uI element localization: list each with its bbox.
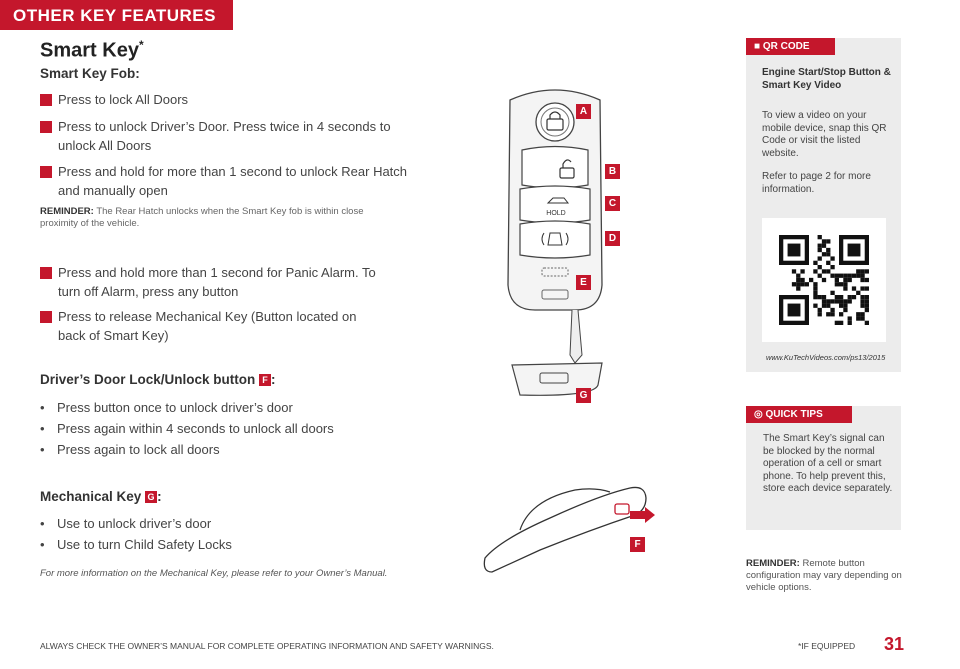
door-heading: Driver’s Door Lock/Unlock button F: [40, 372, 276, 387]
tips-panel [746, 406, 901, 530]
tips-tab: ◎ QUICK TIPS [746, 406, 852, 423]
if-equipped-note: *IF EQUIPPED [798, 641, 856, 651]
qr-heading: Engine Start/Stop Button & Smart Key Vid… [762, 67, 891, 91]
qr-code-image[interactable] [762, 218, 886, 342]
footer-warning: ALWAYS CHECK THE OWNER’S MANUAL FOR COMP… [40, 641, 494, 651]
fob-heading: Smart Key Fob: [40, 66, 140, 81]
door-handle-illustration [483, 486, 655, 573]
reminder-2: REMINDER: Remote button configuration ma… [746, 558, 902, 593]
hold-label: HOLD [546, 210, 565, 217]
callout-g: G [576, 388, 591, 403]
tag-e: E [34, 311, 52, 323]
qr-text-2: Refer to page 2 for more information. [762, 171, 871, 195]
callout-f: F [630, 537, 645, 552]
callout-e: E [576, 275, 591, 290]
callout-b: B [605, 164, 620, 179]
door-bullet: •Press button once to unlock driver’s do… [40, 400, 293, 415]
target-icon: ◎ [754, 409, 763, 420]
callout-d: D [605, 231, 620, 246]
section-banner: OTHER KEY FEATURES [0, 0, 233, 30]
mech-heading: Mechanical Key G: [40, 489, 162, 504]
tag-g: G [145, 491, 158, 503]
smart-key-illustration: HOLD [507, 89, 603, 396]
tips-text: The Smart Key’s signal can be blocked by… [763, 433, 893, 494]
tag-f: F [259, 374, 272, 386]
fob-reminder: REMINDER: The Rear Hatch unlocks when th… [40, 206, 364, 229]
mech-bullet: •Use to turn Child Safety Locks [40, 537, 232, 552]
door-bullet: •Press again to lock all doors [40, 442, 220, 457]
tag-b: B [34, 121, 52, 133]
mech-bullet: •Use to unlock driver’s door [40, 516, 212, 531]
tag-a: A [34, 94, 52, 106]
page-number: 31 [884, 634, 905, 654]
more-info-note: For more information on the Mechanical K… [40, 568, 388, 579]
square-icon: ■ [754, 41, 761, 52]
tag-c: C [34, 166, 52, 178]
page-title: Smart Key* [40, 38, 144, 62]
qr-tab: ■ QR CODE [746, 38, 835, 55]
qr-text: To view a video on your mobile device, s… [762, 110, 887, 159]
callout-c: C [605, 196, 620, 211]
qr-url[interactable]: www.KuTechVideos.com/ps13/2015 [766, 353, 886, 362]
door-bullet: •Press again within 4 seconds to unlock … [40, 421, 334, 436]
tag-d: D [34, 267, 52, 279]
callout-a: A [576, 104, 591, 119]
